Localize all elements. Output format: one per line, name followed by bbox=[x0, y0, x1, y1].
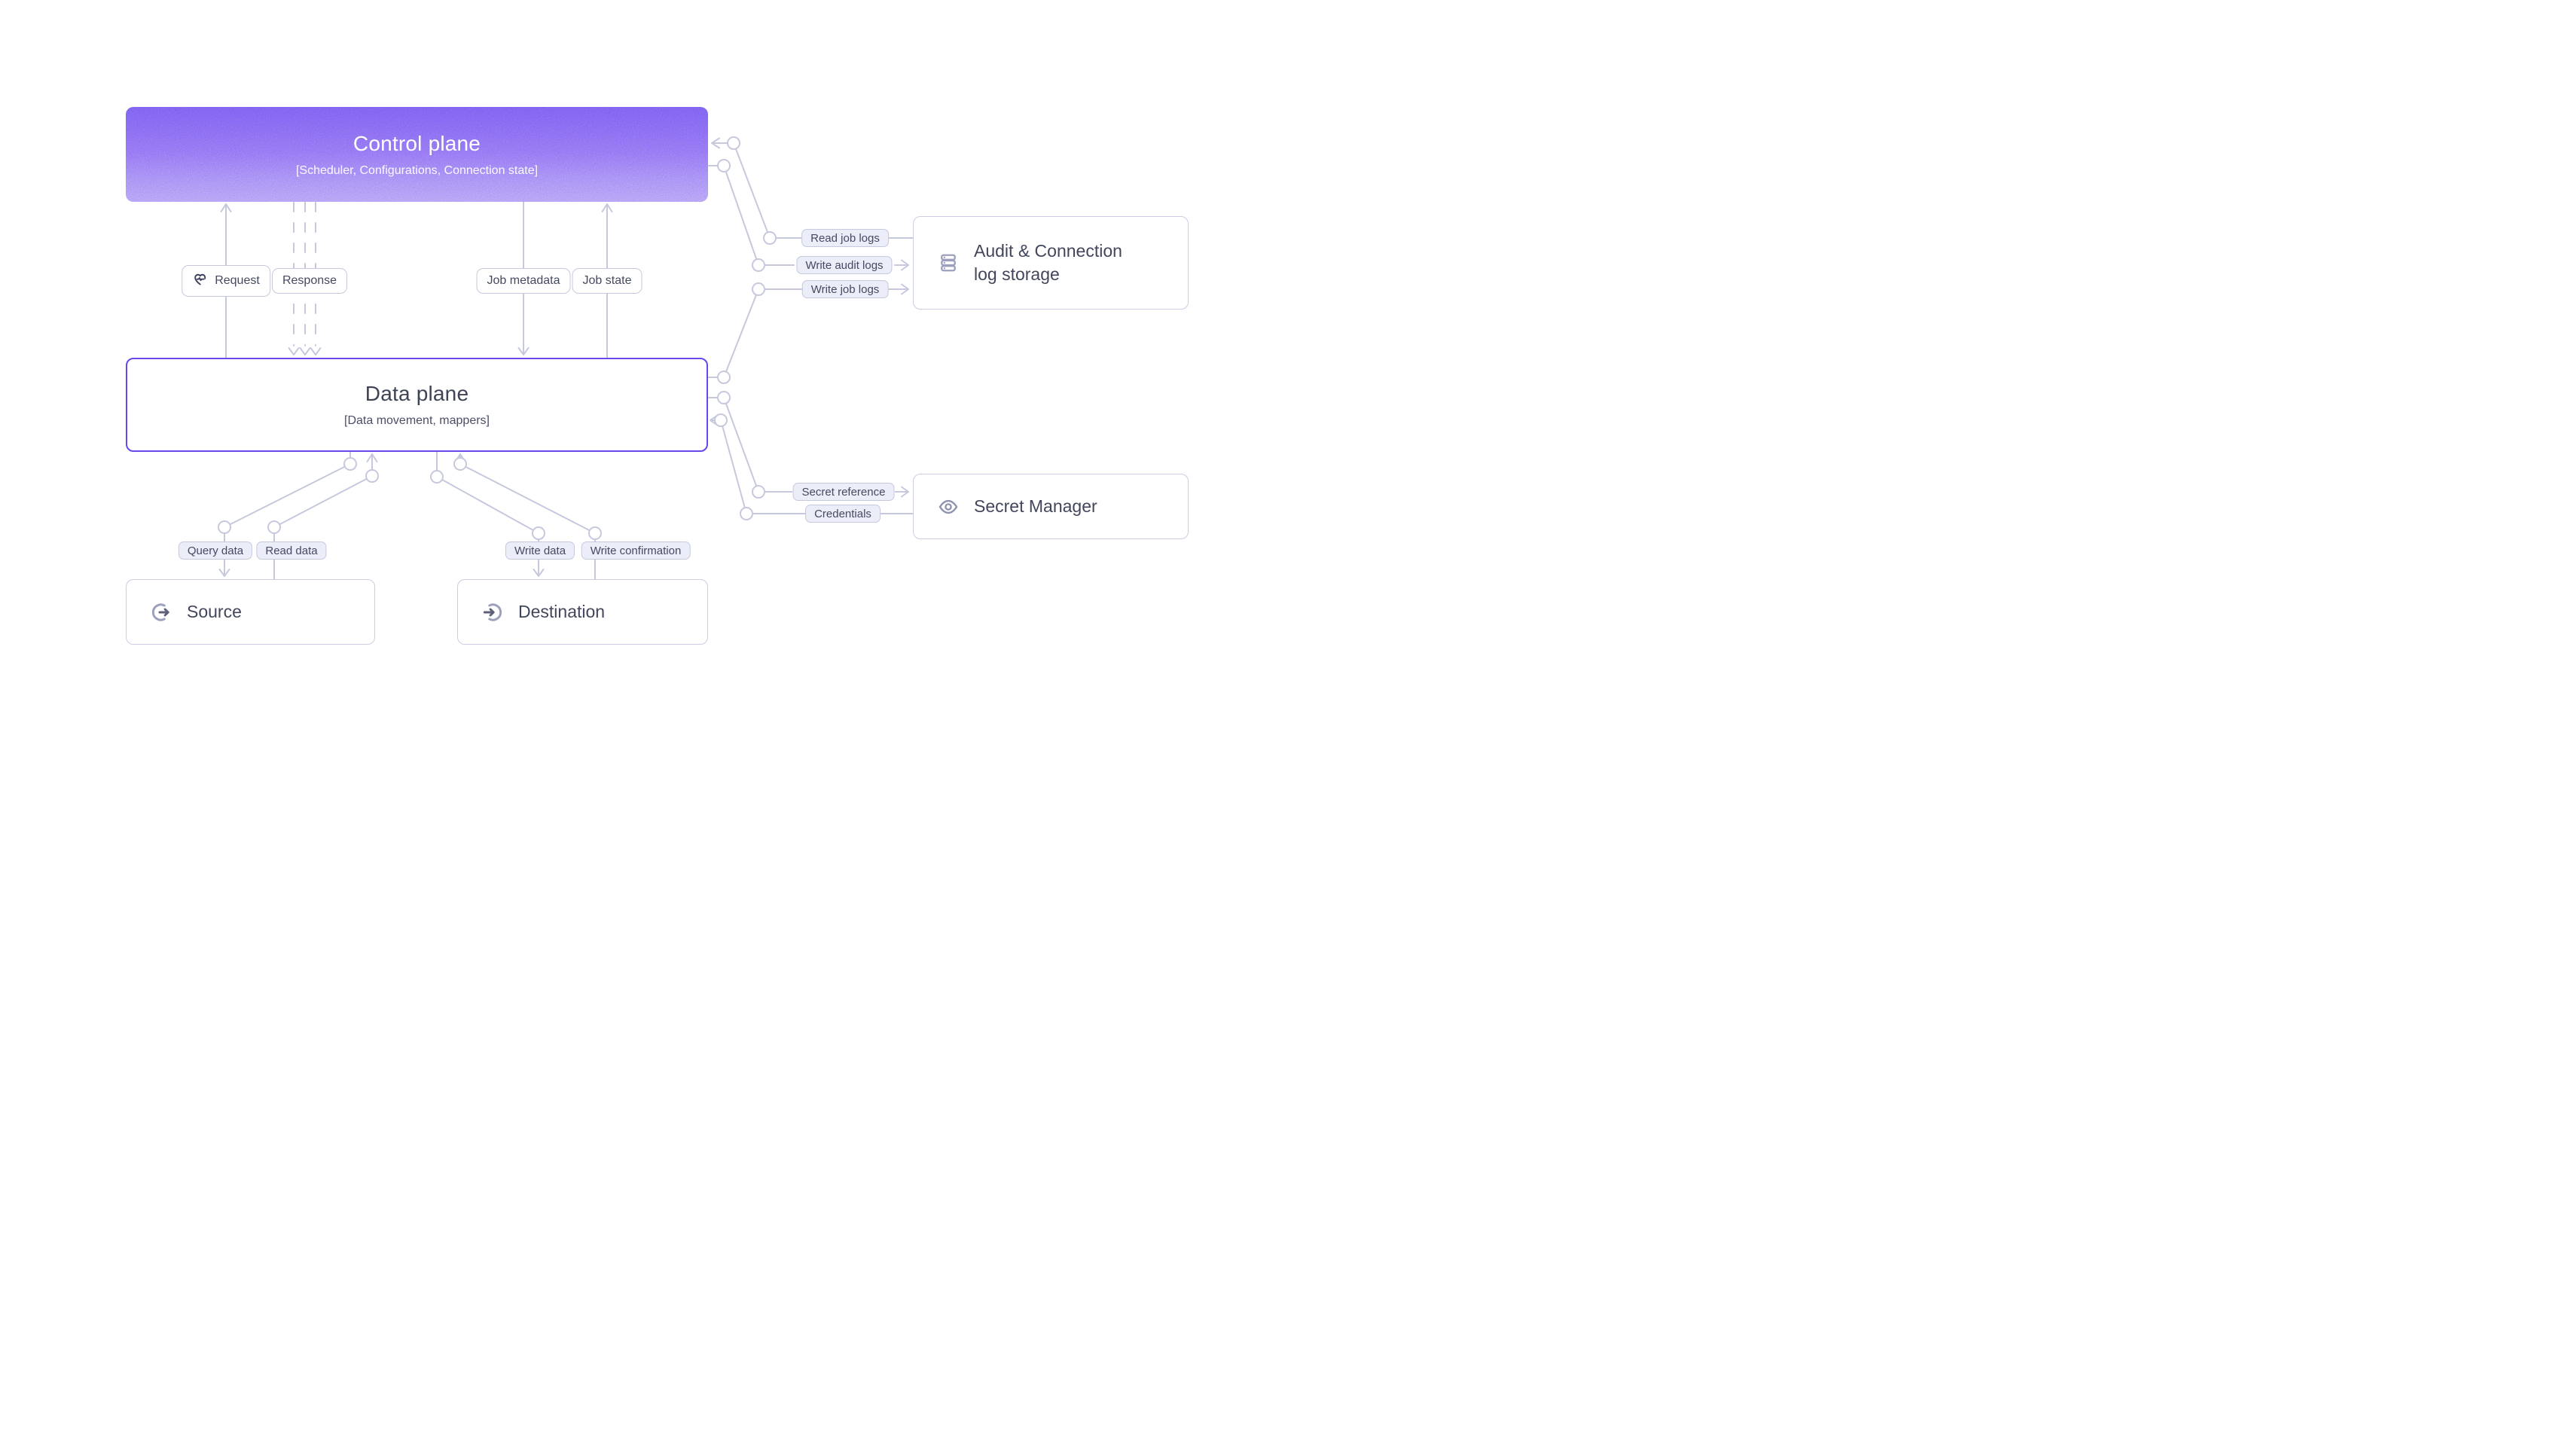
architecture-diagram: Control plane [Scheduler, Configurations… bbox=[0, 0, 1288, 723]
edge-label-write-data: Write data bbox=[505, 541, 575, 560]
heart-pulse-icon bbox=[192, 271, 208, 291]
edge-secret-reference-line bbox=[708, 391, 909, 499]
read-data-label-text: Read data bbox=[265, 544, 318, 557]
data-plane-node: Data plane [Data movement, mappers] bbox=[126, 358, 708, 452]
arrow-into-circle-icon bbox=[481, 600, 505, 624]
edge-label-write-confirmation: Write confirmation bbox=[581, 541, 691, 560]
source-label: Source bbox=[187, 601, 242, 621]
edge-response-lines bbox=[288, 202, 322, 355]
secret-manager-node: Secret Manager bbox=[913, 474, 1189, 539]
edge-label-response: Response bbox=[271, 268, 348, 294]
edge-label-credentials: Credentials bbox=[805, 505, 881, 523]
read-job-logs-label-text: Read job logs bbox=[810, 231, 880, 245]
edge-write-confirmation-line bbox=[453, 453, 602, 580]
write-data-label-text: Write data bbox=[514, 544, 566, 557]
edge-read-job-logs-line bbox=[711, 136, 914, 245]
secret-manager-label: Secret Manager bbox=[974, 496, 1097, 516]
edge-write-job-logs-line bbox=[708, 282, 909, 384]
credentials-label-text: Credentials bbox=[814, 507, 871, 520]
request-label-text: Request bbox=[215, 274, 260, 287]
write-job-logs-label-text: Write job logs bbox=[810, 282, 880, 296]
data-plane-title: Data plane bbox=[365, 382, 469, 405]
control-plane-title: Control plane bbox=[353, 131, 481, 155]
edge-query-data-line bbox=[218, 451, 357, 577]
edge-read-data-line bbox=[267, 453, 379, 580]
edge-label-read-data: Read data bbox=[256, 541, 327, 560]
source-node: Source bbox=[126, 579, 375, 645]
edge-write-audit-logs-line bbox=[708, 159, 909, 272]
edge-label-job-state: Job state bbox=[572, 268, 642, 294]
edge-label-write-job-logs: Write job logs bbox=[801, 280, 889, 298]
destination-node: Destination bbox=[457, 579, 708, 645]
audit-log-storage-label: Audit & Connection log storage bbox=[974, 240, 1122, 284]
edge-label-secret-reference: Secret reference bbox=[792, 483, 895, 501]
edge-label-read-job-logs: Read job logs bbox=[801, 229, 889, 247]
secret-reference-label-text: Secret reference bbox=[801, 485, 886, 499]
job-metadata-label-text: Job metadata bbox=[487, 274, 560, 287]
write-audit-logs-label-text: Write audit logs bbox=[805, 258, 884, 272]
control-plane-subtitle: [Scheduler, Configurations, Connection s… bbox=[295, 163, 539, 177]
edge-label-query-data: Query data bbox=[178, 541, 253, 560]
edge-label-write-audit-logs: Write audit logs bbox=[796, 256, 893, 274]
query-data-label-text: Query data bbox=[187, 544, 244, 557]
edge-label-request: Request bbox=[182, 265, 270, 297]
eye-icon bbox=[938, 496, 959, 517]
audit-log-storage-node: Audit & Connection log storage bbox=[913, 216, 1189, 310]
arrow-out-of-circle-icon bbox=[149, 600, 173, 624]
destination-label: Destination bbox=[518, 601, 606, 621]
edge-credentials-line bbox=[710, 413, 914, 520]
data-plane-subtitle: [Data movement, mappers] bbox=[344, 414, 490, 427]
write-confirmation-label-text: Write confirmation bbox=[590, 544, 682, 557]
edge-label-job-metadata: Job metadata bbox=[476, 268, 571, 294]
response-label-text: Response bbox=[282, 274, 337, 287]
job-state-label-text: Job state bbox=[582, 274, 632, 287]
control-plane-node: Control plane [Scheduler, Configurations… bbox=[126, 107, 708, 202]
connector-layer bbox=[218, 136, 914, 580]
database-stack-icon bbox=[938, 252, 959, 273]
